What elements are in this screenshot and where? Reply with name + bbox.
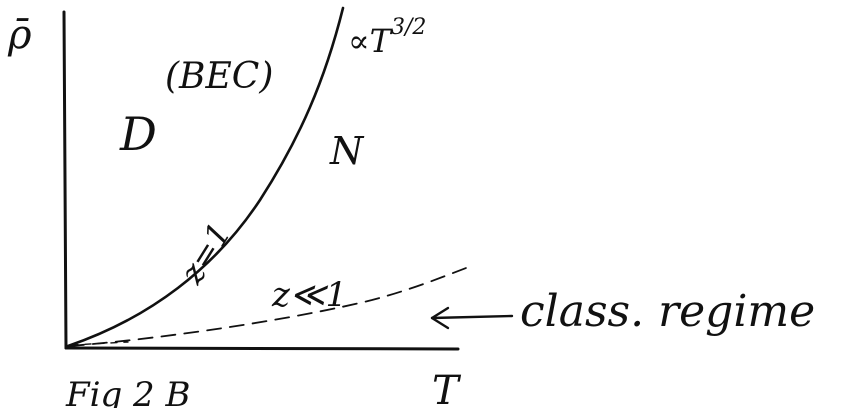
origin-dash <box>71 341 129 346</box>
y-axis-label: ρ̄ <box>7 12 32 58</box>
classical-regime-label: class. regime <box>520 286 815 337</box>
region-normal-label: N <box>329 129 365 173</box>
figure-label: Fig 2 B <box>65 375 190 408</box>
critical-curve <box>66 6 345 348</box>
x-axis <box>64 346 460 351</box>
critical-scaling-exponent: 3/2 <box>391 15 426 40</box>
critical-scaling-base: ∝T <box>348 22 394 60</box>
region-condensed-note: (BEC) <box>165 56 273 97</box>
classical-fugacity-label: z≪1 <box>271 275 347 315</box>
critical-scaling-label: ∝T3/2 <box>348 15 426 60</box>
classical-regime-curve <box>69 267 467 347</box>
region-condensed-label: D <box>119 107 157 161</box>
arrow-head-icon <box>430 306 450 330</box>
classical-regime-arrow <box>430 314 514 320</box>
y-axis <box>62 10 68 350</box>
critical-fugacity-label: z=1 <box>172 216 239 291</box>
x-axis-label: T <box>432 368 462 408</box>
